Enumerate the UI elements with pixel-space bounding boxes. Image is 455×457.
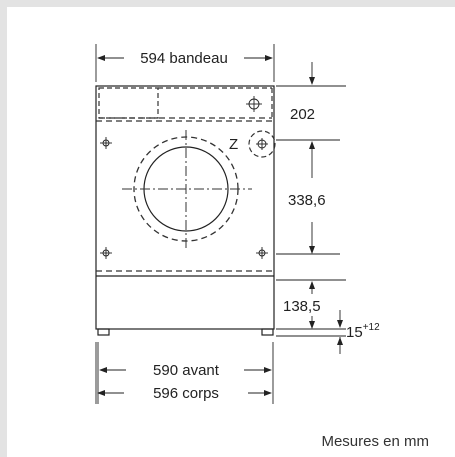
crosshair-mid-right: [256, 138, 268, 150]
control-panel-left-dashed: [98, 87, 159, 119]
zone-z-label: Z: [229, 136, 238, 153]
dimension-body-width: [97, 390, 272, 396]
dimension-front-width: [95, 342, 274, 404]
panel-width-label: 594 bandeau: [140, 50, 228, 67]
foot-right: [261, 328, 274, 336]
dimension-chain-right: [276, 62, 346, 354]
units-footnote: Mesures en mm: [321, 433, 429, 450]
body-width-label: 596 corps: [153, 385, 219, 402]
crosshair-top-right: [246, 96, 262, 112]
crosshair-bottom-left: [100, 247, 112, 259]
machine-body-outline: [95, 85, 275, 330]
top-height-label: 202: [290, 106, 315, 123]
dimension-panel-width: [95, 44, 275, 82]
front-width-label: 590 avant: [153, 362, 220, 379]
page-frame: [7, 7, 455, 457]
foot-height-label: 15+12: [346, 322, 380, 341]
crosshair-mid-left: [100, 137, 112, 149]
crosshair-bottom-right: [256, 247, 268, 259]
lower-height-label: 138,5: [283, 298, 321, 315]
zone-z-dashed-circle: [248, 130, 276, 158]
foot-left: [97, 328, 110, 336]
drum-height-label: 338,6: [288, 192, 326, 209]
